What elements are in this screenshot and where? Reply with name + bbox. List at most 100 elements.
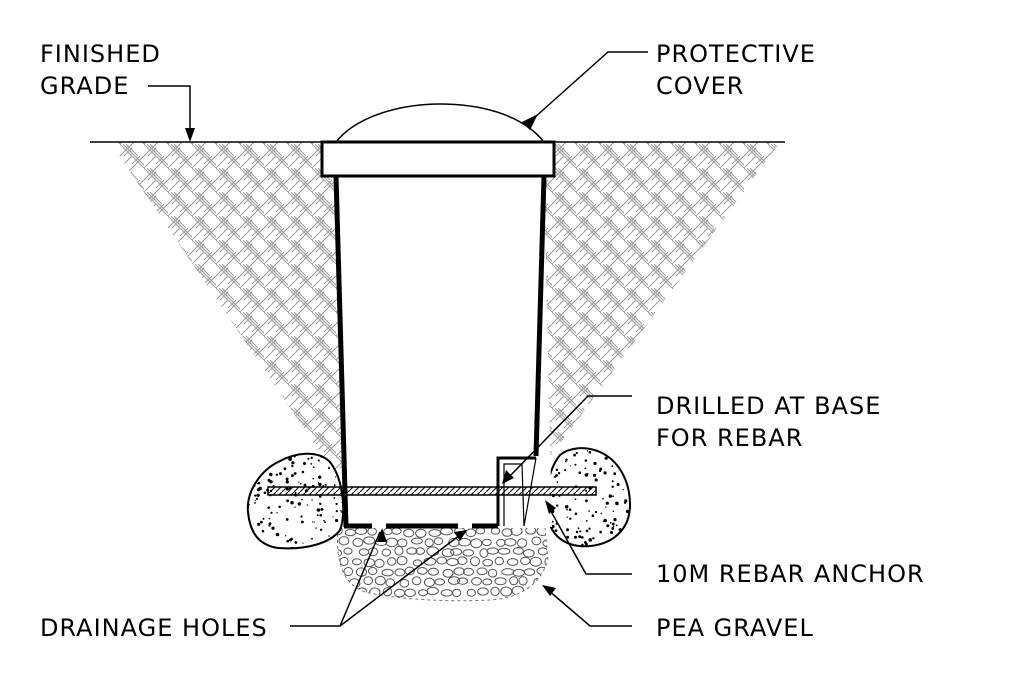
concrete-speckle bbox=[258, 486, 262, 491]
concrete-speckle bbox=[312, 521, 314, 523]
concrete-speckle bbox=[605, 445, 608, 448]
concrete-speckle bbox=[263, 491, 267, 495]
concrete-speckle bbox=[253, 456, 256, 458]
concrete-speckle bbox=[291, 474, 294, 478]
concrete-speckle bbox=[612, 495, 614, 498]
concrete-speckle bbox=[259, 464, 262, 466]
concrete-speckle bbox=[318, 495, 322, 498]
concrete-speckle bbox=[619, 538, 623, 542]
gravel-stone bbox=[397, 538, 408, 548]
gravel-stone bbox=[433, 537, 444, 546]
concrete-speckle bbox=[317, 459, 320, 462]
concrete-speckle bbox=[574, 535, 577, 539]
concrete-speckle bbox=[276, 512, 278, 514]
concrete-speckle bbox=[599, 467, 603, 471]
gravel-stone bbox=[471, 577, 482, 586]
concrete-speckle bbox=[607, 547, 608, 548]
concrete-speckle bbox=[568, 508, 572, 512]
concrete-speckle bbox=[261, 529, 265, 533]
concrete-speckle bbox=[290, 546, 294, 549]
concrete-speckle bbox=[324, 483, 327, 486]
concrete-speckle bbox=[291, 464, 294, 468]
gravel-stone bbox=[457, 577, 469, 585]
gravel-stone bbox=[354, 528, 368, 535]
concrete-speckle bbox=[319, 528, 323, 531]
gravel-stone bbox=[494, 577, 507, 586]
concrete-speckle bbox=[328, 535, 330, 537]
gravel-stone bbox=[529, 556, 542, 567]
concrete-speckle bbox=[612, 510, 615, 513]
concrete-speckle bbox=[622, 488, 624, 491]
concrete-speckle bbox=[592, 537, 595, 540]
gravel-stone bbox=[477, 587, 489, 596]
concrete-speckle bbox=[632, 492, 633, 493]
gravel-stone bbox=[524, 588, 534, 598]
gravel-stone bbox=[424, 538, 434, 548]
concrete-speckle bbox=[584, 467, 587, 470]
concrete-speckle bbox=[584, 473, 588, 477]
concrete-speckle bbox=[588, 510, 590, 512]
pea-gravel-outline bbox=[336, 527, 549, 602]
concrete-speckle bbox=[261, 449, 264, 452]
concrete-speckle bbox=[625, 453, 628, 456]
concrete-speckle bbox=[259, 466, 261, 468]
concrete-speckle bbox=[551, 540, 555, 544]
gravel-stone bbox=[525, 528, 537, 535]
concrete-speckle bbox=[312, 466, 315, 469]
concrete-speckle bbox=[578, 471, 582, 475]
concrete-speckle bbox=[269, 480, 273, 484]
gravel-stone bbox=[534, 588, 546, 596]
concrete-speckle bbox=[611, 446, 613, 448]
concrete-speckle bbox=[323, 519, 325, 522]
gravel-stone bbox=[337, 567, 344, 577]
concrete-speckle bbox=[575, 451, 578, 455]
concrete-block-left bbox=[245, 449, 345, 550]
concrete-speckle bbox=[317, 482, 320, 484]
concrete-speckle bbox=[256, 482, 258, 485]
rebar-anchor bbox=[267, 486, 597, 496]
gravel-stone bbox=[510, 528, 523, 536]
gravel-stone bbox=[411, 537, 423, 545]
concrete-speckle bbox=[316, 508, 321, 512]
concrete-speckle bbox=[585, 499, 588, 503]
concrete-speckle bbox=[286, 539, 290, 543]
concrete-speckle bbox=[589, 548, 590, 549]
concrete-speckle bbox=[273, 449, 275, 451]
concrete-speckle bbox=[245, 499, 247, 501]
gravel-stone bbox=[434, 578, 446, 586]
concrete-speckle bbox=[554, 529, 558, 532]
gravel-stone bbox=[352, 537, 364, 548]
label-drilled-line1: DRILLED AT BASE bbox=[656, 392, 881, 420]
concrete-speckle bbox=[254, 499, 256, 502]
gravel-stone bbox=[337, 577, 348, 585]
concrete-speckle bbox=[584, 541, 587, 544]
gravel-stone bbox=[482, 558, 494, 567]
gravel-stone bbox=[470, 538, 483, 549]
concrete-speckle bbox=[616, 483, 620, 486]
concrete-speckle bbox=[578, 535, 582, 539]
concrete-speckle bbox=[615, 524, 618, 527]
concrete-speckle bbox=[629, 451, 630, 455]
concrete-speckle bbox=[258, 450, 261, 453]
concrete-speckle bbox=[565, 458, 568, 461]
gravel-stone bbox=[423, 577, 435, 587]
concrete-speckle bbox=[613, 518, 617, 522]
concrete-speckle bbox=[303, 483, 307, 487]
concrete-speckle bbox=[257, 522, 261, 526]
concrete-speckle bbox=[269, 461, 272, 464]
concrete-speckle bbox=[575, 530, 579, 534]
concrete-speckle bbox=[303, 462, 306, 465]
concrete-speckle bbox=[267, 506, 271, 510]
concrete-speckle bbox=[253, 470, 256, 473]
gravel-stone bbox=[494, 556, 504, 566]
concrete-speckle bbox=[581, 543, 584, 547]
concrete-speckle bbox=[293, 455, 296, 458]
concrete-speckle bbox=[554, 455, 556, 458]
concrete-speckle bbox=[629, 490, 630, 492]
concrete-speckle bbox=[285, 480, 289, 484]
concrete-speckle bbox=[574, 498, 577, 501]
gravel-stone bbox=[381, 548, 392, 557]
gravel-stone bbox=[351, 558, 362, 566]
gravel-stone bbox=[466, 588, 476, 597]
gravel-stone bbox=[470, 556, 480, 567]
